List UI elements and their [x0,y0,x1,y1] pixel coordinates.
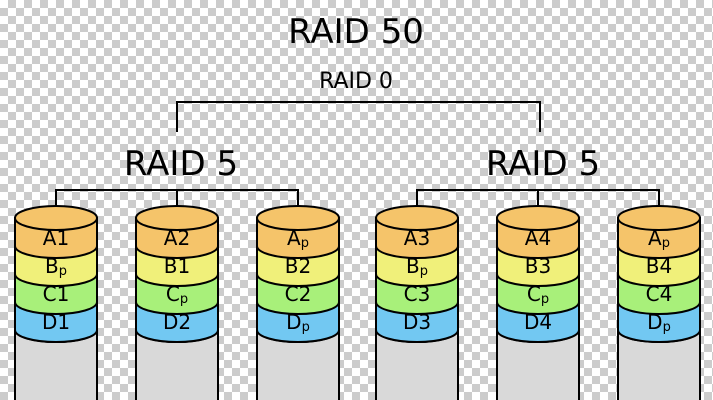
block-label: C3 [404,282,431,306]
block-label: D1 [42,310,70,334]
block-label: B1 [164,254,190,278]
block-label: C4 [646,282,673,306]
disk-top-cap [256,205,340,231]
raid-0-label: RAID 0 [319,69,393,94]
parity-subscript: p [541,292,549,307]
block-label: A3 [404,226,430,250]
block-label: D4 [524,310,552,334]
group-1-label: RAID 5 [124,144,238,184]
block-label: C1 [43,282,70,306]
parity-subscript: p [59,264,67,279]
block-label: A4 [525,226,551,250]
parity-subscript: p [420,264,428,279]
group-2-label: RAID 5 [486,144,600,184]
disk-top-cap [375,205,459,231]
raid-0-connector [176,101,541,132]
block-label: B2 [285,254,311,278]
diagram-title: RAID 50 [288,12,424,52]
parity-subscript: p [180,292,188,307]
parity-subscript: p [301,236,309,251]
disk-array: A1BpC1D1A2B1CpD2ApB2C2DpA3BpC3D3A4B3CpD4… [14,205,701,400]
parity-subscript: p [302,320,310,335]
block-label: B4 [646,254,672,278]
block-label: A2 [164,226,190,250]
parity-subscript: p [663,320,671,335]
disk-top-cap [496,205,580,231]
block-label: D2 [163,310,191,334]
disk-top-cap [135,205,219,231]
block-label: A1 [43,226,69,250]
block-label: B3 [525,254,551,278]
block-label: C2 [285,282,312,306]
disk-top-cap [14,205,98,231]
disk-top-cap [617,205,701,231]
parity-subscript: p [662,236,670,251]
block-label: D3 [403,310,431,334]
